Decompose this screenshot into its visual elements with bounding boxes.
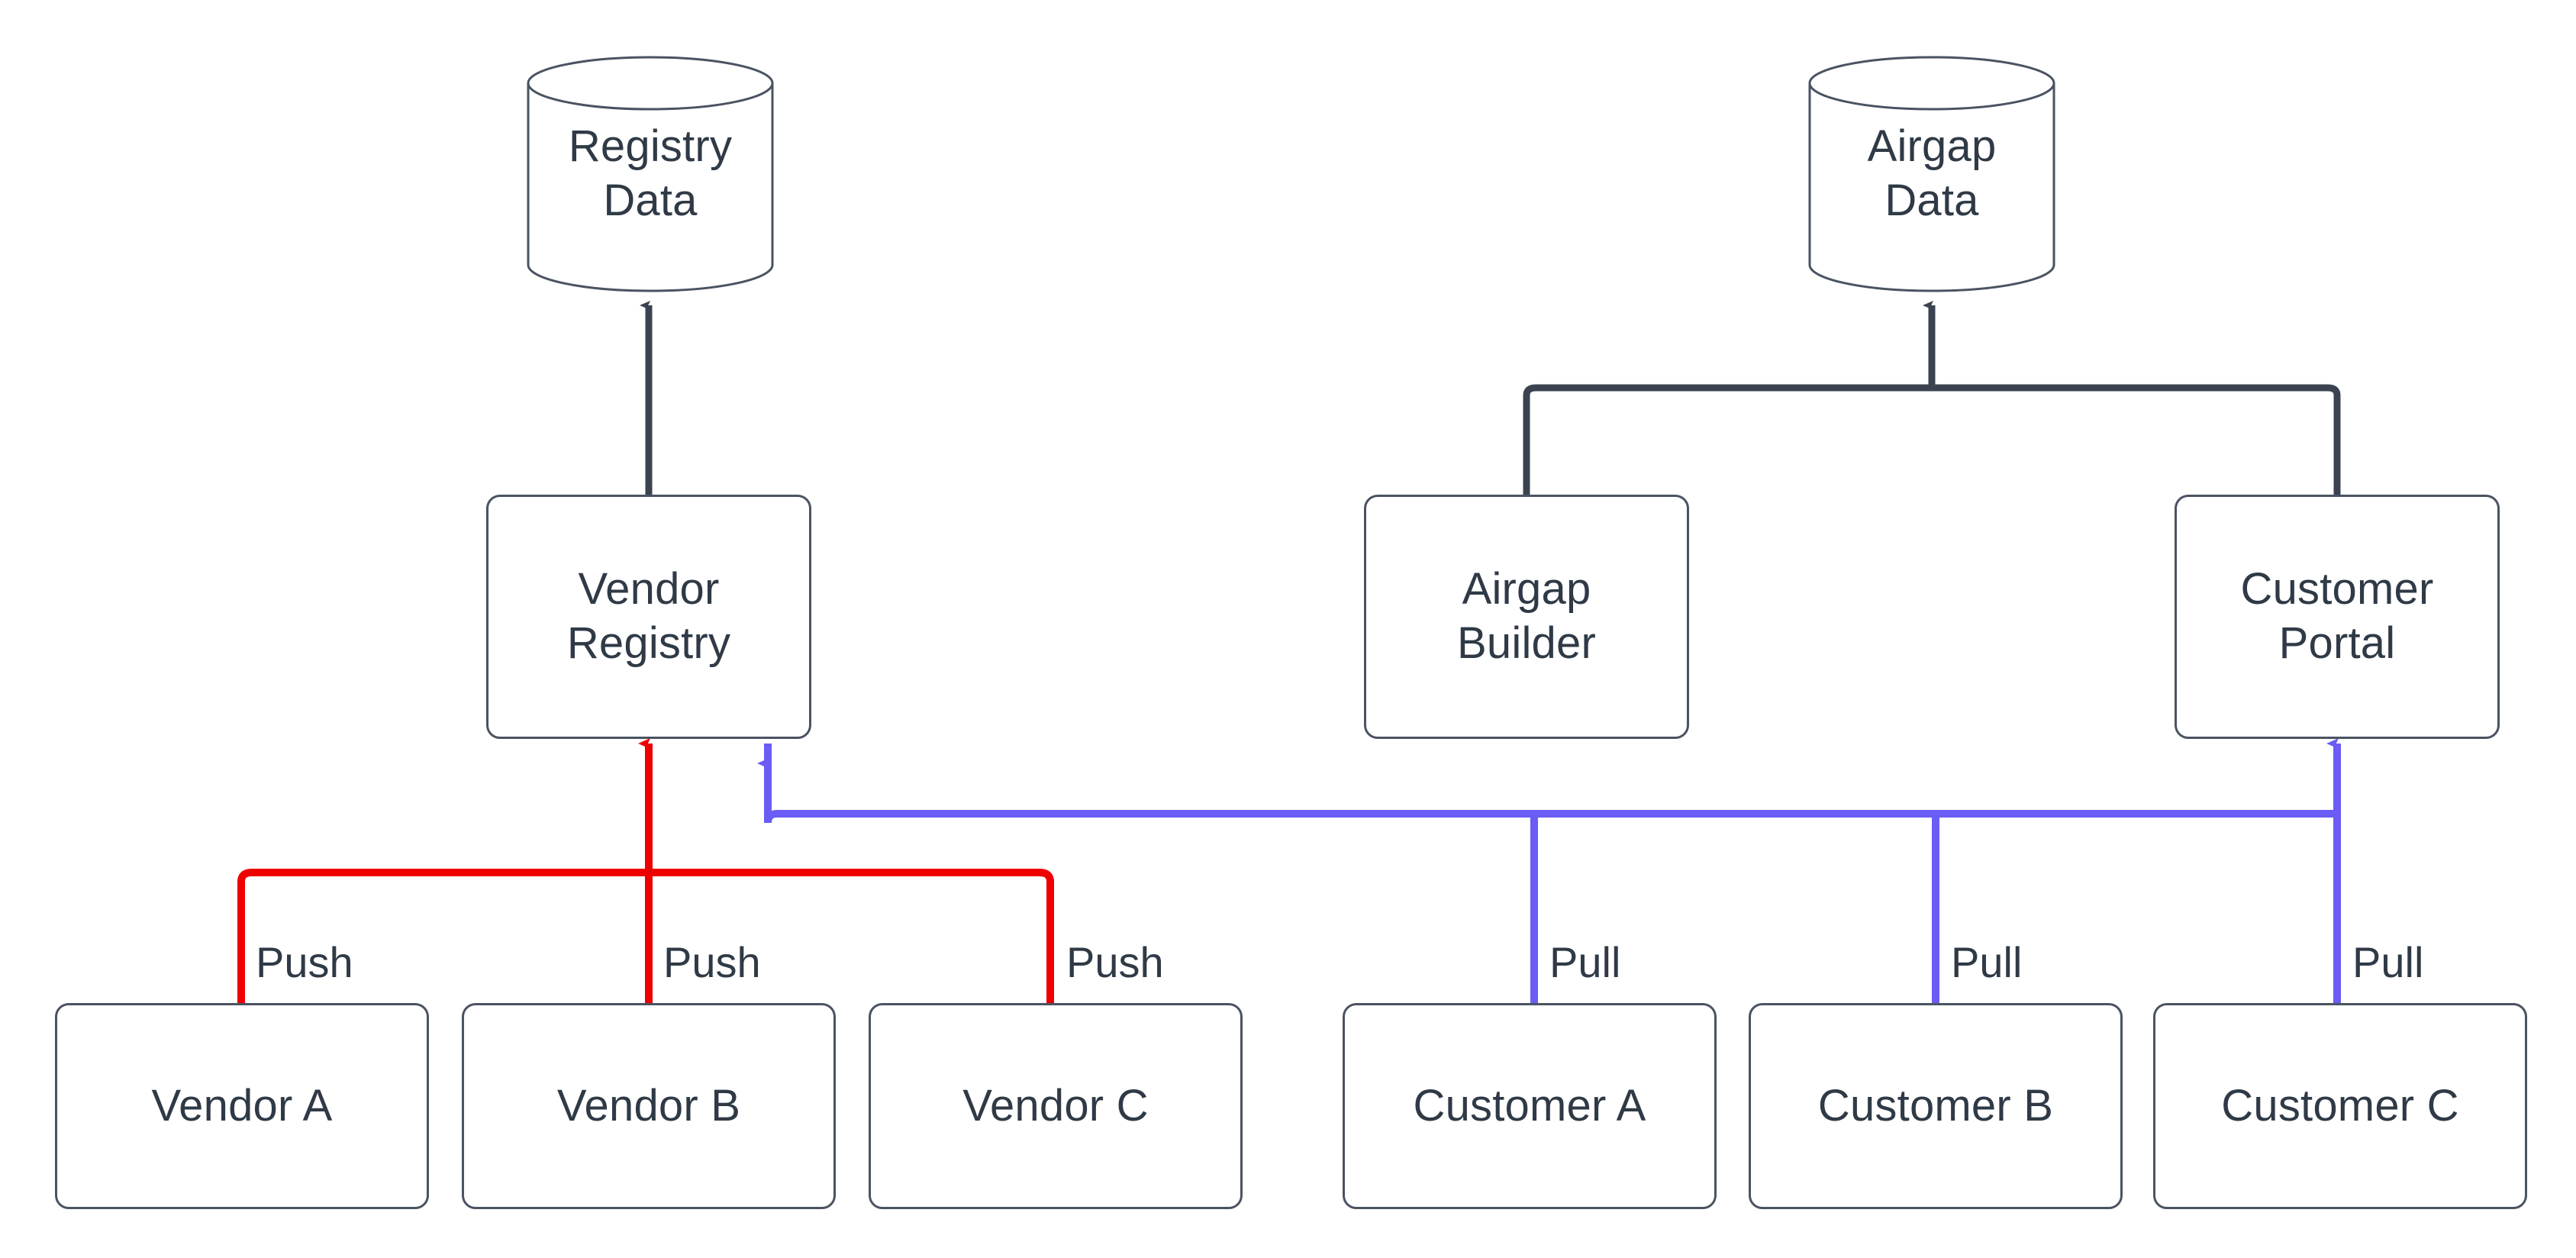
datastore-registry-data[interactable]: Registry Data <box>527 56 774 292</box>
service-vendor-registry[interactable]: Vendor Registry <box>486 495 811 739</box>
actor-customer-c[interactable]: Customer C <box>2153 1003 2527 1209</box>
edge-label-push-vendor-b: Push <box>663 938 761 986</box>
cylinder-shape <box>527 56 774 292</box>
edge-label-push-vendor-c: Push <box>1066 938 1164 986</box>
edge-label-pull-customer-c: Pull <box>2352 938 2424 986</box>
edge-label-push-vendor-a: Push <box>256 938 353 986</box>
cylinder-shape <box>1808 56 2055 292</box>
actor-customer-b[interactable]: Customer B <box>1749 1003 2123 1209</box>
service-airgap-builder[interactable]: Airgap Builder <box>1364 495 1689 739</box>
connector-pull-bus-to-vendor-registry <box>764 744 2337 824</box>
actor-customer-a[interactable]: Customer A <box>1343 1003 1717 1209</box>
actor-vendor-a[interactable]: Vendor A <box>55 1003 429 1209</box>
datastore-registry-data-label: Registry Data <box>568 121 733 225</box>
datastore-airgap-data[interactable]: Airgap Data <box>1808 56 2055 292</box>
edge-label-pull-customer-a: Pull <box>1549 938 1621 986</box>
connector-bracket-to-airgap-data <box>1523 384 2341 495</box>
edge-label-pull-customer-b: Pull <box>1951 938 2023 986</box>
datastore-airgap-data-label: Airgap Data <box>1867 121 1997 225</box>
actor-vendor-c[interactable]: Vendor C <box>869 1003 1243 1209</box>
actor-vendor-b[interactable]: Vendor B <box>462 1003 836 1209</box>
service-customer-portal[interactable]: Customer Portal <box>2175 495 2500 739</box>
